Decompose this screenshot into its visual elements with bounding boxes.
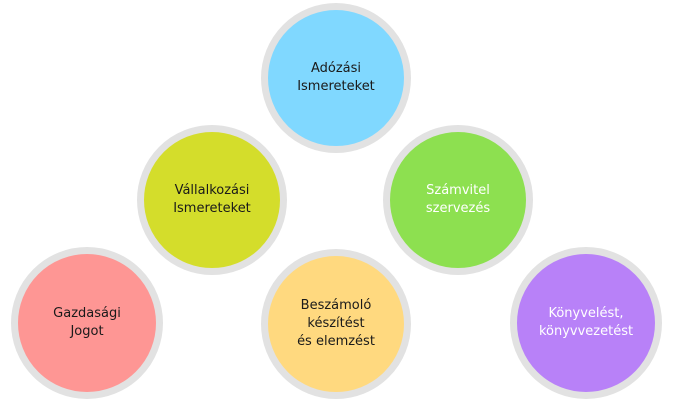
node-label: Adózási Ismereteket xyxy=(297,61,375,94)
node-adozasi-ismereteket: Adózási Ismereteket xyxy=(261,3,411,153)
node-label: Könyvelést, könyvvezetést xyxy=(538,306,634,339)
node-szamvitel-szervezes: Számvitel szervezés xyxy=(383,125,533,275)
node-vallalkozasi-ismereteket: Vállalkozási Ismereteket xyxy=(137,125,287,275)
node-label: Számvitel szervezés xyxy=(425,183,491,216)
node-label: Beszámoló készítést és elemzést xyxy=(297,298,375,349)
node-beszamolo-keszitest: Beszámoló készítést és elemzést xyxy=(261,249,411,399)
node-gazdasagi-jogot: Gazdasági Jogot xyxy=(11,247,163,399)
node-label: Vállalkozási Ismereteket xyxy=(173,183,251,216)
node-label: Gazdasági Jogot xyxy=(53,306,121,339)
node-konyvelest-konyvvezetest: Könyvelést, könyvvezetést xyxy=(510,247,662,399)
